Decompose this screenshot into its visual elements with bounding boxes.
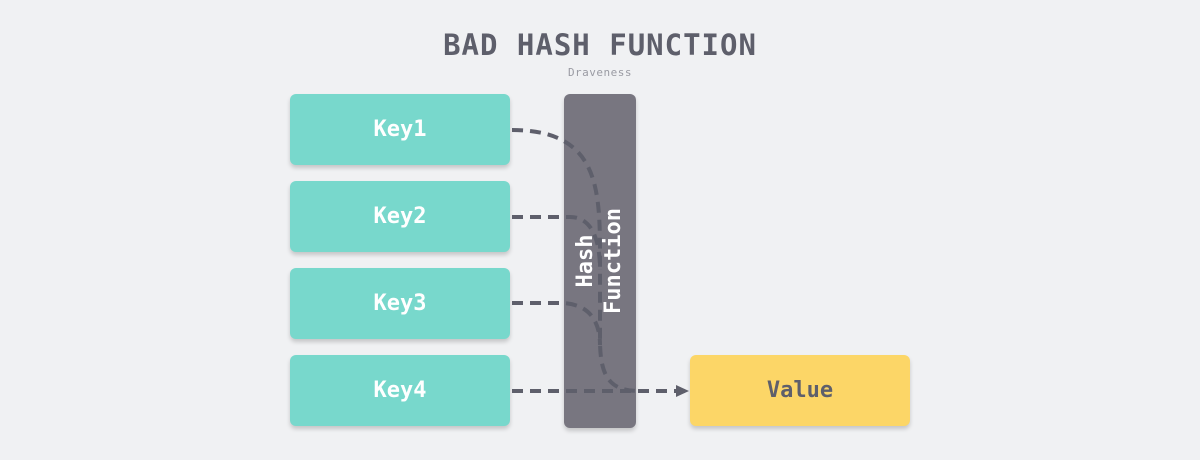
value-box: Value: [690, 355, 910, 426]
diagram-subtitle: Draveness: [567, 66, 633, 79]
key1-box: Key1: [290, 94, 510, 165]
key3-box: Key3: [290, 268, 510, 339]
arrow-key2-to-value: [512, 215, 602, 271]
arrow-key3-to-value: [512, 301, 602, 346]
key2-box: Key2: [290, 181, 510, 252]
arrow-key1-to-value: [511, 128, 641, 393]
diagram-title: BAD HASH FUNCTION: [443, 28, 757, 62]
key4-box: Key4: [290, 355, 510, 426]
